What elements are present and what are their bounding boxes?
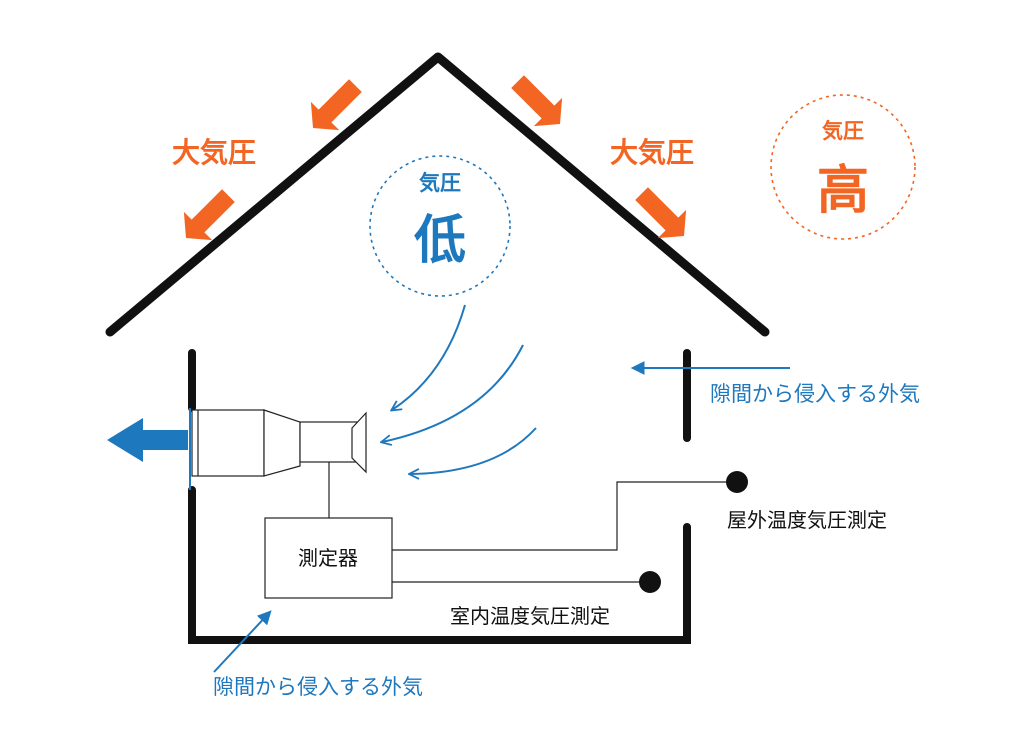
low-pressure-small-label: 気圧 [419,171,461,195]
pressure-arrow-icon [635,187,687,239]
roof-outline [105,52,770,337]
low-pressure-big-label: 低 [414,211,466,271]
pressure-arrow-icon [511,75,563,127]
exhaust-fan-icon [189,408,367,490]
low-pressure-circle [369,155,511,297]
infiltration-arrow-bottom [213,610,272,673]
infiltration-label-bottom: 隙間から侵入する外気 [213,675,423,699]
high-pressure-circle [770,94,916,240]
pressure-arrow-icon [183,189,235,241]
atmospheric-pressure-label-right: 大気圧 [610,136,694,169]
measurement-device-box [264,517,393,599]
indoor-measure-label: 室内温度気圧測定 [450,604,610,628]
measurement-device-label: 測定器 [298,546,358,570]
outdoor-measure-label: 屋外温度気圧測定 [727,508,887,532]
sensor-dot-icon [726,471,748,493]
sensor-dot-icon [639,571,661,593]
pressure-arrow-icon [310,79,362,131]
atmospheric-pressure-arrows [183,75,687,241]
high-pressure-big-label: 高 [817,161,869,221]
airflow-arrow-icon [382,344,524,442]
airflow-arrow-icon [410,427,537,474]
high-pressure-small-label: 気圧 [822,119,864,143]
airflow-arrow-icon [392,304,466,410]
infiltration-label-right: 隙間から侵入する外気 [710,382,920,406]
airflow-arrows [382,304,537,474]
outdoor-sensor-wire [392,481,737,551]
atmospheric-pressure-label-left: 大気圧 [172,136,256,169]
exhaust-arrow-icon [107,418,188,462]
